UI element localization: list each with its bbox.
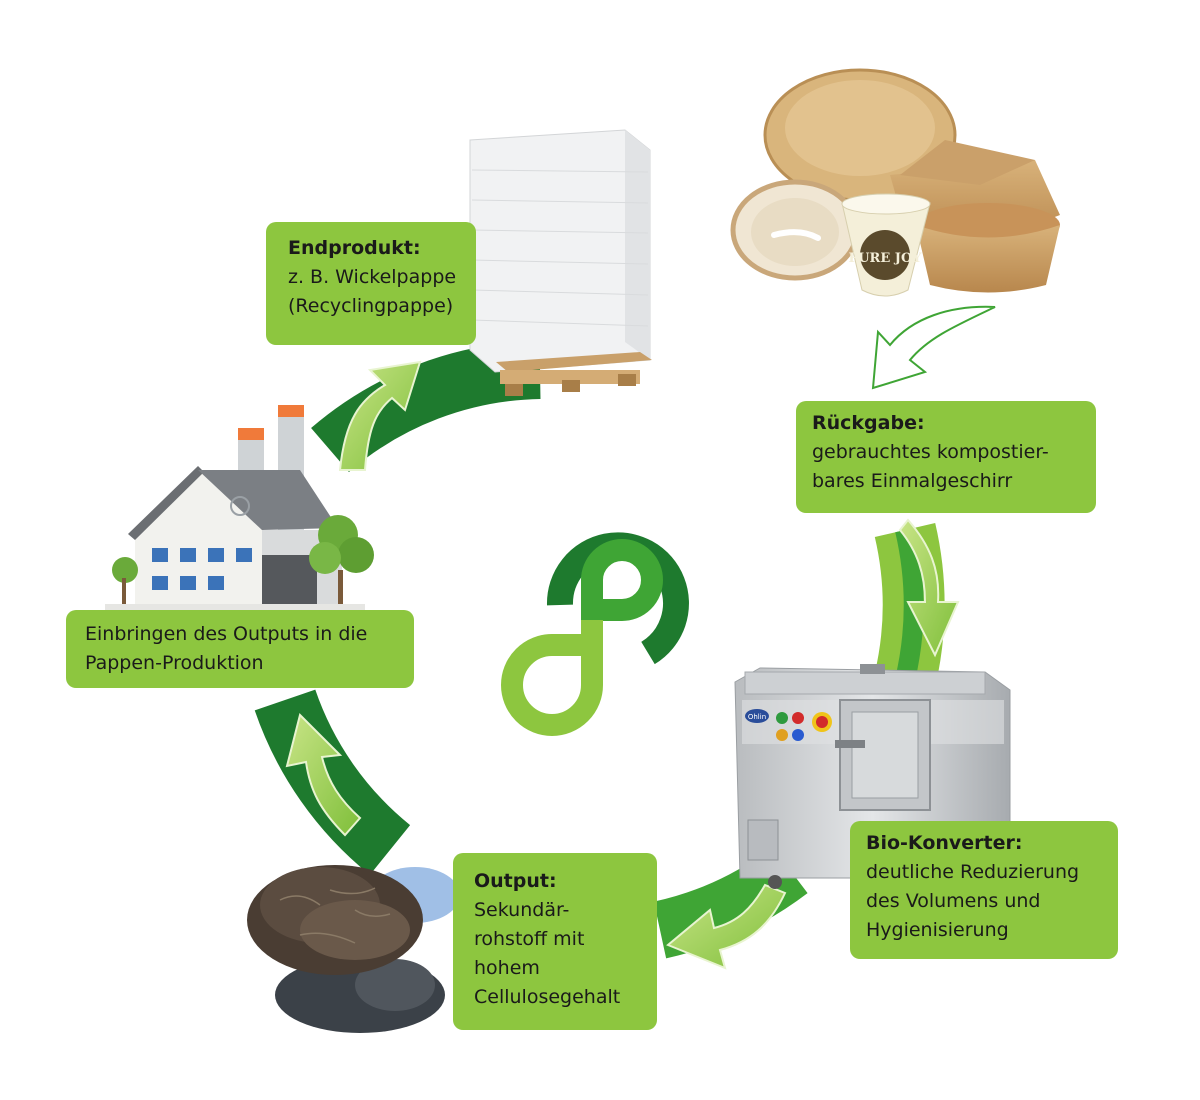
step-line: Sekundär- <box>474 899 570 921</box>
factory-image <box>105 405 374 612</box>
step-line: Cellulosegehalt <box>474 986 621 1008</box>
step-line: des Volumens und <box>866 890 1041 912</box>
soil-in-hands-image <box>247 865 460 1033</box>
step-line: hohem <box>474 957 540 979</box>
recycle-icon <box>230 496 250 516</box>
step-box-output: Output: Sekundär- rohstoff mit hohem Cel… <box>453 853 657 1030</box>
step-line: deutliche Reduzierung <box>866 861 1080 883</box>
step-box-einbringen: Einbringen des Outputs in die Pappen-Pro… <box>66 610 414 688</box>
step-title: Output: <box>474 870 557 892</box>
step-line: gebrauchtes kompostier- <box>812 441 1049 463</box>
arrow-down <box>898 518 960 658</box>
step-line: bares Einmalgeschirr <box>812 470 1013 492</box>
arrow-up <box>285 713 362 837</box>
step-title: Endprodukt: <box>288 237 421 259</box>
arrow-up-right <box>338 360 422 471</box>
step-title: Bio-Konverter: <box>866 832 1023 854</box>
step-line: Pappen-Produktion <box>85 652 264 674</box>
step-box-endprodukt: Endprodukt: z. B. Wickelpappe (Recycling… <box>266 222 476 345</box>
step-line: Einbringen des Outputs in die <box>85 623 368 645</box>
cup-brand-label: PURE JOY <box>848 251 922 266</box>
machine-brand-label: Ohlin <box>748 713 766 721</box>
step-box-bio-konverter: Bio-Konverter: deutliche Reduzierung des… <box>850 821 1118 959</box>
step-line: (Recyclingpappe) <box>288 295 454 317</box>
step-line: rohstoff mit <box>474 928 585 950</box>
tableware-image: PURE JOY <box>730 68 1060 297</box>
step-box-rueckgabe: Rückgabe: gebrauchtes kompostier- bares … <box>796 401 1096 513</box>
arrow-left <box>666 883 787 970</box>
step-line: z. B. Wickelpappe <box>288 266 457 288</box>
step-line: Hygienisierung <box>866 919 1009 941</box>
step-title: Rückgabe: <box>812 412 925 434</box>
center-logo <box>501 532 689 736</box>
arrow-down-left-outline <box>871 305 996 390</box>
cardboard-pallet-image <box>469 129 652 396</box>
